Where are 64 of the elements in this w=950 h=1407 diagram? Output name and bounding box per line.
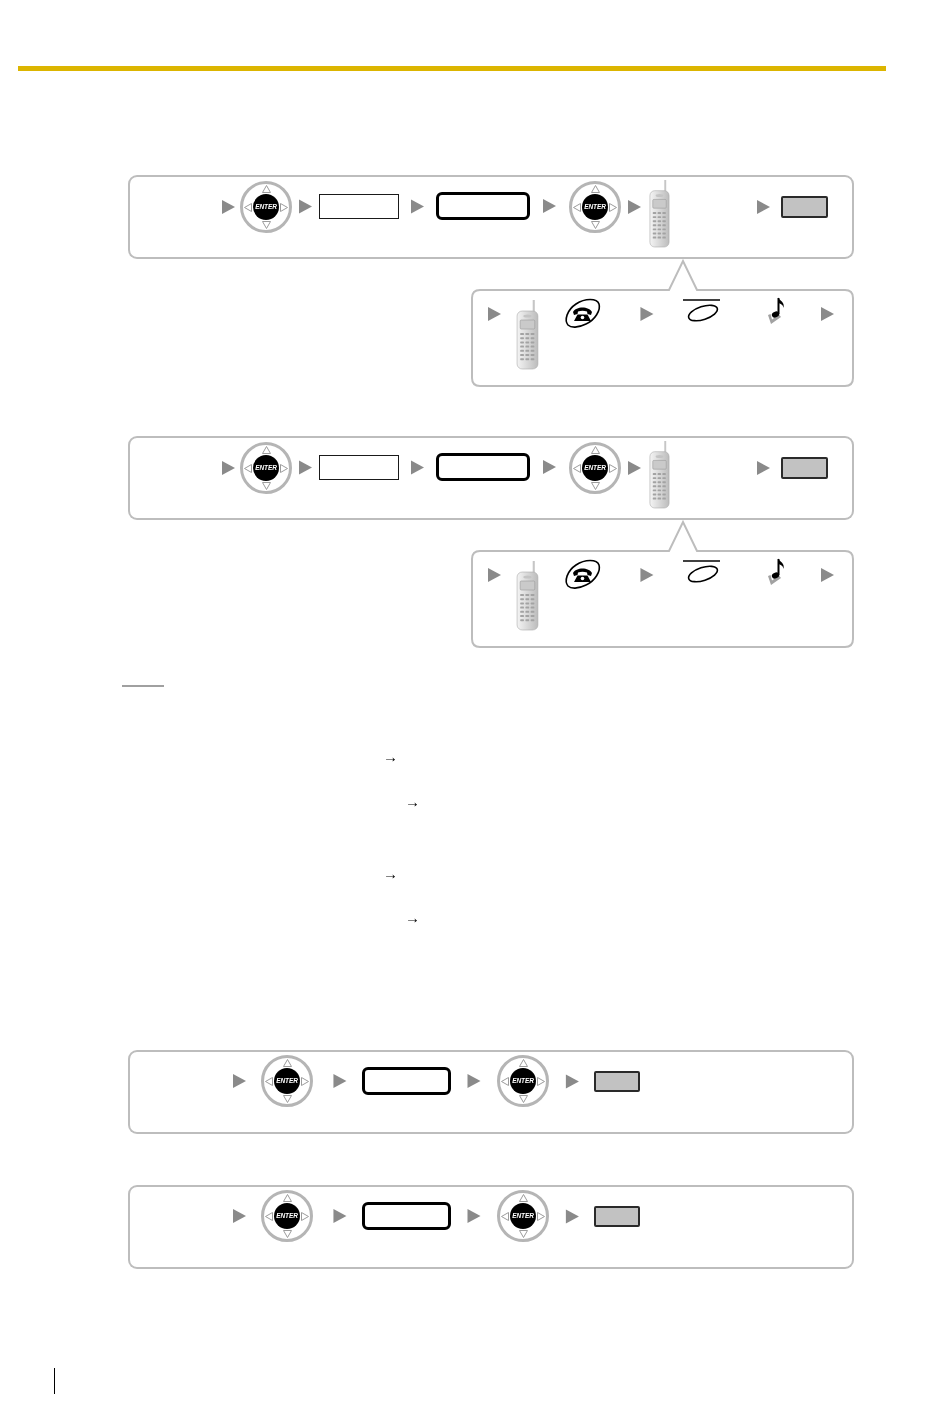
arrow xyxy=(333,1209,347,1223)
arrow xyxy=(757,200,770,214)
navigation-key xyxy=(240,442,292,494)
navigation-key xyxy=(497,1055,549,1107)
arrow xyxy=(467,1209,481,1223)
navigation-key xyxy=(569,181,621,233)
music-note-icon xyxy=(767,557,786,586)
soft-key xyxy=(594,1206,640,1227)
arrow xyxy=(640,307,654,321)
arrow xyxy=(233,1209,246,1223)
arrow xyxy=(299,199,312,214)
arrow xyxy=(565,1074,579,1089)
display-box xyxy=(436,453,530,481)
arrow xyxy=(411,199,424,214)
callout-panel xyxy=(471,521,854,648)
arrow xyxy=(233,1074,246,1088)
arrow-symbol: → xyxy=(383,748,398,766)
callout-panel xyxy=(471,260,854,387)
handset-icon xyxy=(515,300,540,370)
handset-icon xyxy=(648,441,671,509)
arrow xyxy=(821,307,834,321)
navigation-key xyxy=(569,442,621,494)
overlined-oval-icon xyxy=(683,299,720,323)
arrow xyxy=(640,568,654,582)
arrow xyxy=(488,568,501,582)
arrow xyxy=(821,568,834,582)
navigation-key xyxy=(261,1190,313,1242)
arrow-symbol: → xyxy=(405,793,420,811)
music-note-icon xyxy=(767,296,786,325)
display-box xyxy=(362,1067,451,1095)
telephone-icon xyxy=(564,298,601,329)
navigation-key xyxy=(261,1055,313,1107)
handset-icon xyxy=(648,180,671,248)
soft-key xyxy=(781,457,828,479)
navigation-key xyxy=(240,181,292,233)
menu-box xyxy=(319,455,399,480)
soft-key xyxy=(594,1071,640,1092)
navigation-key xyxy=(497,1190,549,1242)
step-panel xyxy=(128,1185,854,1269)
arrow xyxy=(543,460,556,474)
arrow xyxy=(467,1074,481,1088)
arrow xyxy=(628,461,641,475)
handset-icon xyxy=(515,561,540,631)
step-panel xyxy=(128,175,854,259)
arrow xyxy=(299,460,312,475)
arrow-symbol: → xyxy=(405,909,420,927)
arrow xyxy=(222,200,235,214)
step-panel xyxy=(128,1050,854,1134)
display-box xyxy=(362,1202,451,1230)
arrow xyxy=(757,461,770,475)
soft-key xyxy=(781,196,828,218)
menu-box xyxy=(319,194,399,219)
arrow-symbol: → xyxy=(383,865,398,883)
arrow xyxy=(543,199,556,213)
display-box xyxy=(436,192,530,220)
arrow xyxy=(628,200,641,214)
arrow xyxy=(222,461,235,475)
arrow xyxy=(411,460,424,475)
telephone-icon xyxy=(564,559,601,590)
arrow xyxy=(333,1074,347,1088)
arrow xyxy=(488,307,501,321)
arrow xyxy=(565,1209,579,1224)
overlined-oval-icon xyxy=(683,560,720,584)
step-panel xyxy=(128,436,854,520)
